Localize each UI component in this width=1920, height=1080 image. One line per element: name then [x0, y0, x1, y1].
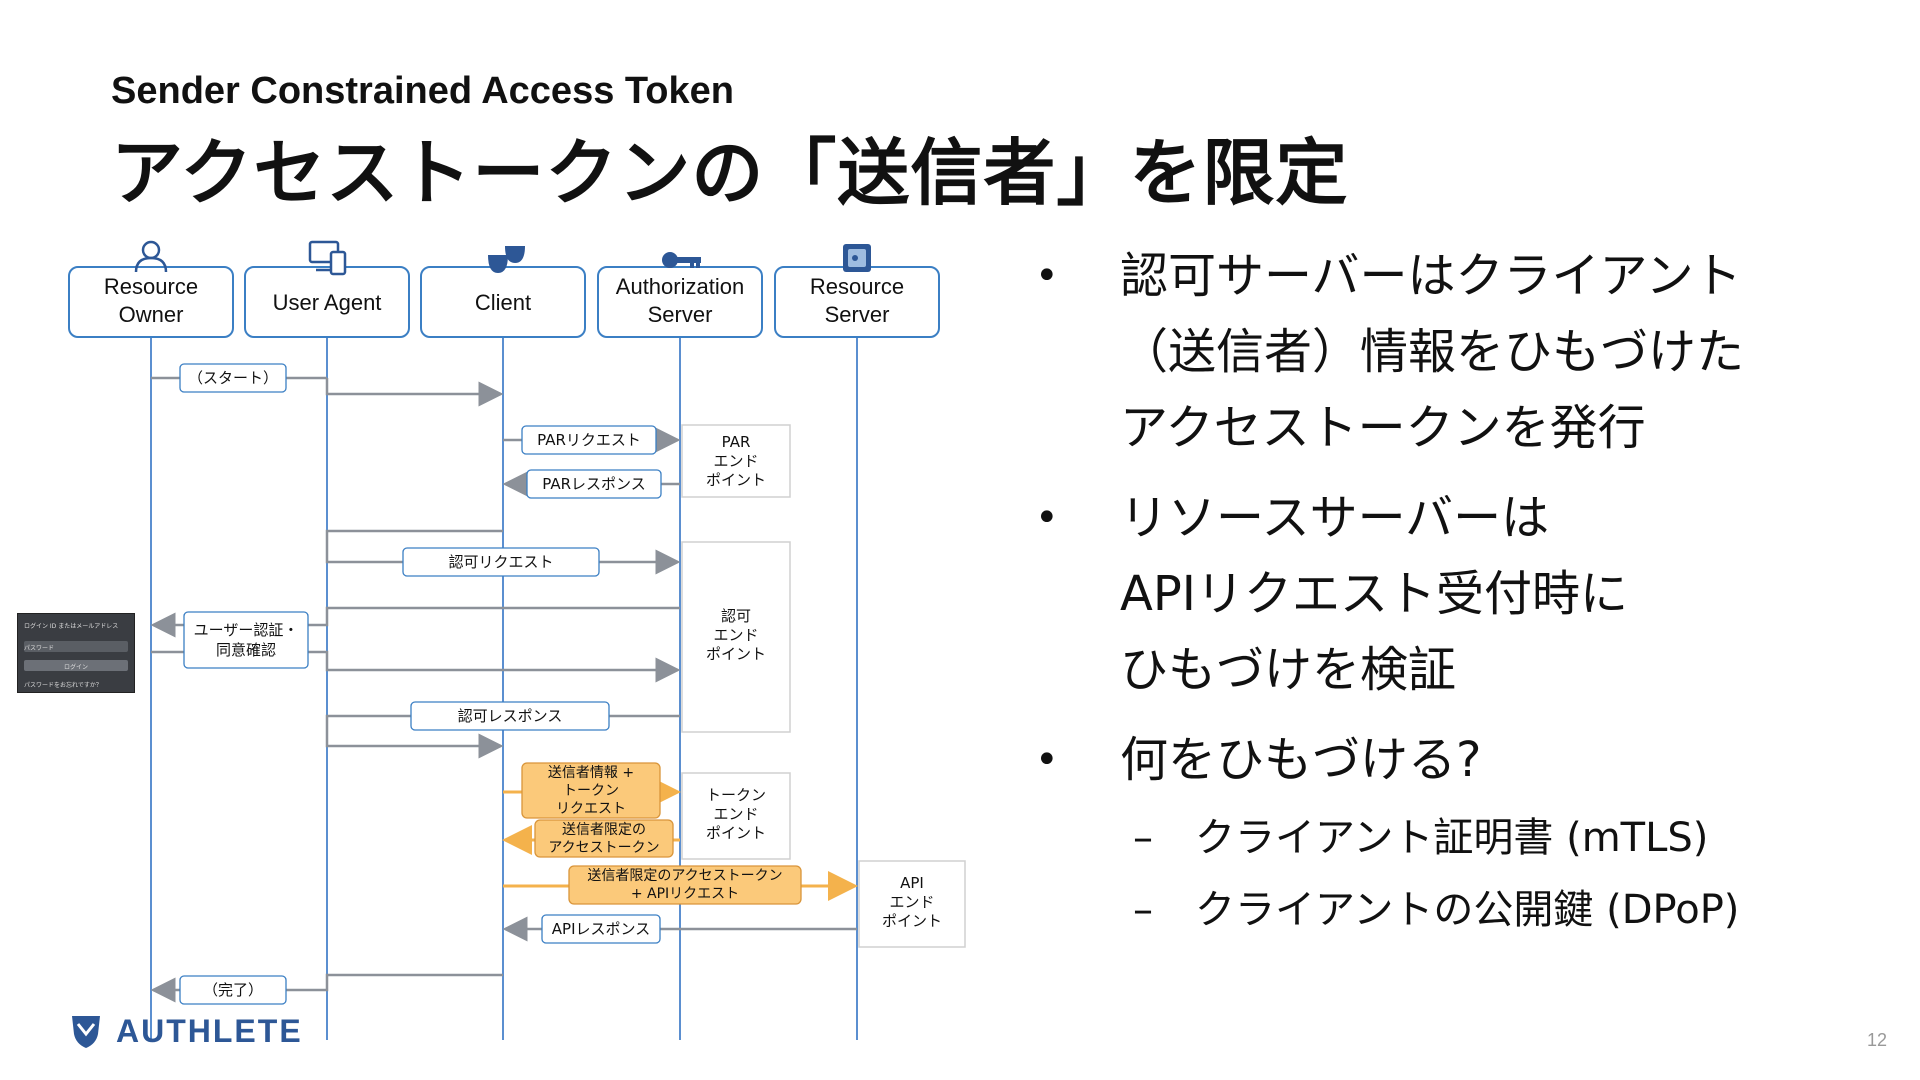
password-label: パスワード	[24, 645, 55, 652]
sub-bullet-item: – クライアントの公開鍵 (DPoP)	[1030, 874, 1890, 946]
bullet-line: リソースサーバーは	[1120, 490, 1550, 546]
svg-text:APIレスポンス: APIレスポンス	[552, 920, 650, 938]
authlete-shield-icon	[72, 1016, 100, 1048]
devices-icon	[308, 240, 347, 276]
forgot-password-link: パスワードをお忘れですか？	[24, 682, 102, 689]
bullet-list: • 認可サーバーはクライアント （送信者）情報をひもづけた アクセストークンを発…	[1030, 238, 1890, 946]
login-button	[24, 660, 128, 671]
actor-user-agent: User Agent	[244, 266, 410, 338]
login-screen-thumbnail: ログイン ID またはメールアドレス パスワード ログイン パスワードをお忘れで…	[17, 613, 135, 693]
svg-text:認可エンドポイント: 認可エンドポイント	[706, 607, 766, 663]
bullet-line: ひもづけを検証	[1120, 642, 1457, 698]
svg-text:（スタート）: （スタート）	[188, 369, 278, 387]
bullet-line: 認可サーバーはクライアント	[1120, 248, 1742, 304]
login-id-field: ログイン ID またはメールアドレス	[24, 623, 119, 630]
key-icon	[662, 252, 701, 268]
bullet-line: アクセストークンを発行	[1120, 400, 1646, 456]
sub-bullet-glyph: –	[1133, 887, 1153, 933]
bullet-item: • 何をひもづける?	[1030, 722, 1890, 798]
bullet-glyph: •	[1035, 737, 1059, 783]
actor-label: Client	[475, 290, 531, 315]
actor-client: Client	[420, 266, 586, 338]
msg-user-authentication: ユーザー認証・同意確認	[150, 606, 681, 683]
sub-bullet-glyph: –	[1133, 815, 1153, 861]
theater-masks-icon	[488, 246, 525, 273]
sub-bullet-text: クライアントの公開鍵 (DPoP)	[1195, 887, 1740, 933]
endpoint-token: トークンエンドポイント	[681, 772, 791, 860]
safe-icon	[843, 244, 871, 272]
authlete-logo: AUTHLETE	[68, 1012, 303, 1050]
slide-subtitle: Sender Constrained Access Token	[111, 70, 734, 112]
svg-text:送信者情報 +トークンリクエスト: 送信者情報 +トークンリクエスト	[548, 765, 634, 817]
sub-bullet-item: – クライアント証明書 (mTLS)	[1030, 802, 1890, 874]
bullet-line: APIリクエスト受付時に	[1120, 566, 1628, 622]
bullet-line: 何をひもづける?	[1120, 732, 1482, 788]
svg-text:PARリクエスト: PARリクエスト	[537, 431, 641, 449]
msg-authorization-request: 認可リクエスト	[325, 529, 681, 577]
svg-text:認可レスポンス: 認可レスポンス	[458, 707, 563, 725]
bullet-glyph: •	[1035, 495, 1059, 541]
msg-start: （スタート）	[151, 363, 504, 407]
msg-done: （完了）	[150, 973, 503, 1005]
msg-token-request: 送信者情報 +トークンリクエスト	[503, 762, 681, 819]
msg-par-response: PARレスポンス	[502, 469, 680, 499]
svg-text:送信者限定のアクセストークン+ APIリクエスト: 送信者限定のアクセストークン+ APIリクエスト	[587, 868, 782, 902]
msg-par-request: PARリクエスト	[503, 425, 681, 455]
svg-text:ユーザー認証・同意確認: ユーザー認証・同意確認	[194, 621, 299, 659]
password-field	[24, 641, 128, 652]
svg-text:認可リクエスト: 認可リクエスト	[448, 553, 553, 571]
actor-label: User Agent	[273, 290, 382, 315]
msg-api-request: 送信者限定のアクセストークン+ APIリクエスト	[503, 865, 858, 905]
svg-text:トークンエンドポイント: トークンエンドポイント	[706, 786, 766, 842]
logo-text: AUTHLETE	[116, 1012, 303, 1049]
bullet-line: （送信者）情報をひもづけた	[1120, 324, 1745, 380]
person-icon	[134, 240, 168, 273]
page-number: 12	[1866, 1030, 1887, 1050]
sub-bullet-text: クライアント証明書 (mTLS)	[1195, 815, 1709, 861]
svg-text:送信者限定のアクセストークン: 送信者限定のアクセストークン	[548, 822, 659, 856]
bullet-item: • 認可サーバーはクライアント （送信者）情報をひもづけた アクセストークンを発…	[1030, 238, 1890, 466]
bullet-glyph: •	[1035, 253, 1059, 299]
msg-authorization-response: 認可レスポンス	[325, 701, 680, 759]
login-button-label: ログイン	[64, 664, 89, 671]
msg-api-response: APIレスポンス	[502, 914, 857, 944]
msg-constrained-token: 送信者限定のアクセストークン	[502, 819, 680, 858]
svg-text:PARレスポンス: PARレスポンス	[542, 475, 645, 493]
bullet-item: • リソースサーバーは APIリクエスト受付時に ひもづけを検証	[1030, 480, 1890, 708]
endpoint-authorization: 認可エンドポイント	[681, 541, 791, 733]
slide-title: アクセストークンの「送信者」を限定	[111, 131, 1349, 215]
svg-text:（完了）: （完了）	[203, 981, 263, 999]
